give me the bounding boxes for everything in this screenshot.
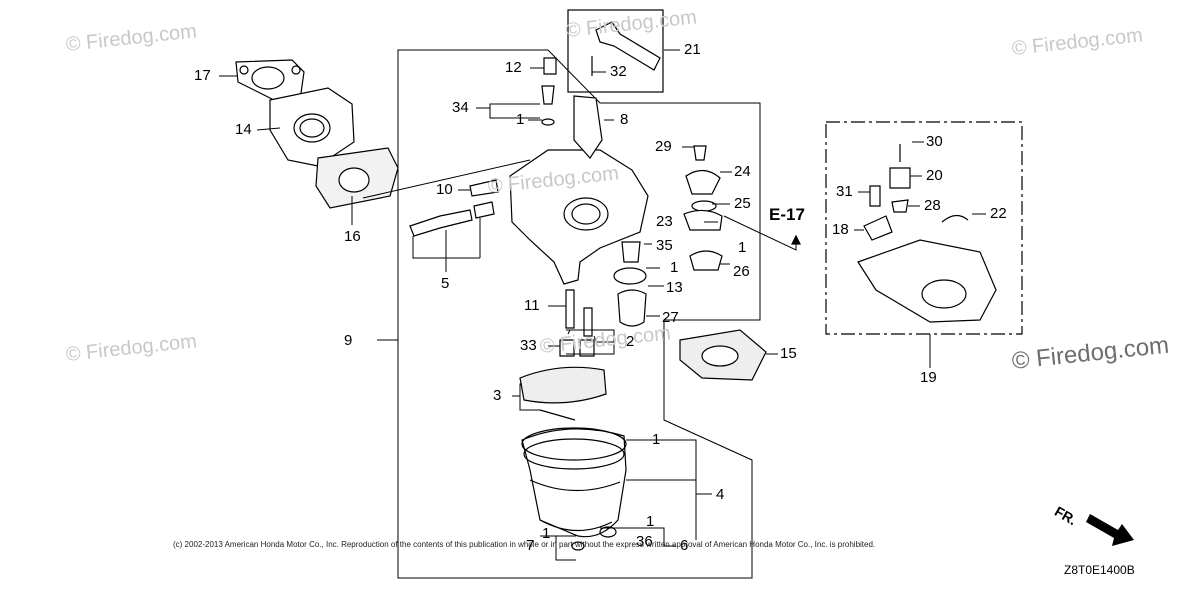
screw-10 — [469, 179, 499, 197]
part-label-28: 28 — [924, 197, 941, 214]
part-label-8: 8 — [620, 111, 629, 128]
float-bowl-4 — [521, 428, 627, 538]
part-23 — [683, 209, 723, 231]
bracket-19 — [857, 239, 997, 323]
float-3 — [519, 366, 607, 404]
washer-36 — [599, 526, 617, 538]
part-24 — [685, 169, 721, 195]
part-19-box — [825, 121, 1023, 335]
holder-18 — [863, 215, 893, 241]
part-label-1: 1 — [670, 259, 679, 276]
part-label-1: 1 — [542, 525, 551, 542]
part-label-1: 1 — [646, 513, 655, 530]
part-label-33: 33 — [520, 337, 537, 354]
part-26 — [689, 250, 723, 271]
part-label-21: 21 — [684, 41, 701, 58]
reference-e17: E-17 — [769, 205, 805, 224]
part-label-11: 11 — [524, 297, 540, 314]
part-label-27: 27 — [662, 309, 679, 326]
part-label-26: 26 — [733, 263, 750, 280]
part-label-24: 24 — [734, 163, 751, 180]
screw-29 — [693, 145, 707, 161]
part-label-15: 15 — [780, 345, 797, 362]
part-label-1: 1 — [652, 431, 661, 448]
part-label-7: 7 — [526, 537, 535, 554]
part-label-6: 6 — [680, 537, 689, 554]
diagram-code: Z8T0E1400B — [1064, 563, 1135, 577]
part-label-12: 12 — [505, 59, 522, 76]
valve-35 — [621, 241, 641, 263]
part-label-29: 29 — [655, 138, 672, 155]
part-label-1: 1 — [738, 239, 747, 256]
screw-31 — [869, 185, 881, 207]
part-label-22: 22 — [990, 205, 1007, 222]
carburetor-body — [509, 149, 649, 285]
jet-2 — [583, 307, 593, 337]
part-label-18: 18 — [832, 221, 849, 238]
lever-21 — [595, 21, 661, 71]
insulator-14 — [269, 87, 355, 167]
part-label-31: 31 — [836, 183, 853, 200]
part-label-10: 10 — [436, 181, 453, 198]
clip-28 — [891, 199, 909, 213]
part-label-25: 25 — [734, 195, 751, 212]
part-label-16: 16 — [344, 228, 361, 245]
spring-33 — [559, 339, 575, 357]
part-label-14: 14 — [235, 121, 252, 138]
washer-13 — [613, 267, 647, 285]
part-12 — [543, 57, 557, 75]
part-label-19: 19 — [920, 369, 937, 386]
part-label-3: 3 — [493, 387, 502, 404]
part-label-35: 35 — [656, 237, 673, 254]
part-label-4: 4 — [716, 486, 725, 503]
part-label-2: 2 — [626, 333, 635, 350]
part-label-5: 5 — [441, 275, 450, 292]
pilot-screw-5 — [409, 209, 473, 237]
copyright-notice: (c) 2002-2013 American Honda Motor Co., … — [173, 540, 876, 549]
front-arrow — [1086, 514, 1134, 546]
part-label-34: 34 — [452, 99, 469, 116]
part-label-23: 23 — [656, 213, 673, 230]
part-label-30: 30 — [926, 133, 943, 150]
screw-34 — [541, 85, 555, 105]
part-21-box — [567, 9, 664, 93]
part-label-32: 32 — [610, 63, 627, 80]
nut-20 — [889, 167, 911, 189]
part-25 — [691, 200, 717, 212]
part-label-17: 17 — [194, 67, 211, 84]
assembly-boundary-9 — [397, 49, 761, 579]
part-label-13: 13 — [666, 279, 683, 296]
main-jet-11 — [565, 289, 575, 329]
part-label-1: 1 — [516, 111, 525, 128]
spring-22 — [941, 214, 969, 223]
nozzle-27 — [617, 289, 647, 327]
choke-lever-8 — [573, 95, 603, 159]
part-label-36: 36 — [636, 533, 653, 550]
part-label-9: 9 — [344, 332, 353, 349]
part-label-20: 20 — [926, 167, 943, 184]
